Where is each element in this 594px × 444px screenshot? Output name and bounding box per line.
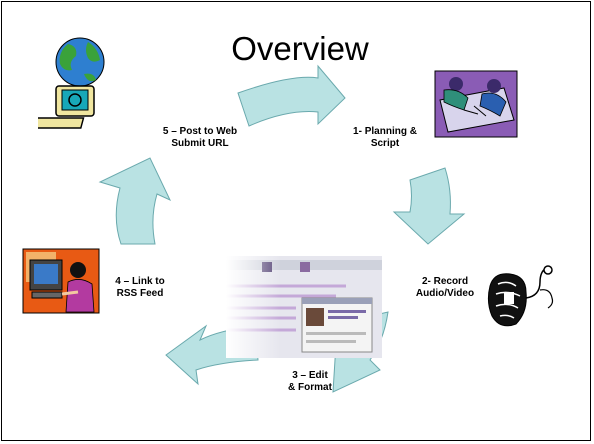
planning-people-icon xyxy=(434,70,518,138)
arrow-top xyxy=(237,64,346,127)
microphone-recorder-icon xyxy=(487,265,554,327)
slide-title: Overview xyxy=(231,30,369,67)
video-editor-screenshot xyxy=(226,256,382,358)
step-1-label: 1- Planning &Script xyxy=(353,126,417,149)
step-3-label: 3 – Edit& Format xyxy=(288,370,332,393)
globe-computer-icon xyxy=(38,37,105,129)
arrow-right xyxy=(392,167,466,245)
arrow-left xyxy=(98,157,172,245)
computer-user-icon xyxy=(22,248,100,314)
